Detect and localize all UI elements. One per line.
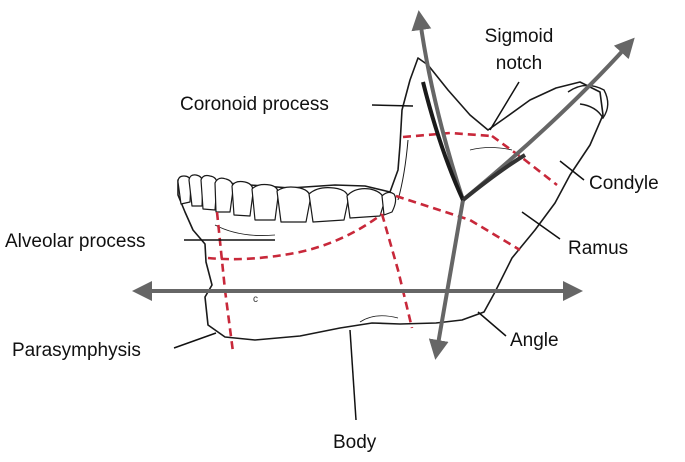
leader-lines [173, 81, 585, 421]
label-sigmoid-line1: Sigmoid [485, 26, 554, 47]
label-condyle: Condyle [589, 173, 659, 194]
leader-condyle [559, 160, 585, 181]
condyle-head [567, 84, 609, 120]
tooth [308, 187, 349, 223]
body-angle-line [380, 213, 414, 329]
alveolar-body-line [207, 212, 383, 261]
mandibular-notch-detail [469, 147, 513, 151]
ramus-axis-emphasis [421, 81, 465, 201]
leader-angle [477, 311, 507, 337]
label-sigmoid-line2: notch [496, 53, 542, 74]
body-inner-line [359, 315, 399, 323]
tooth [214, 177, 234, 213]
teeth-row [177, 174, 397, 223]
tooth [276, 186, 311, 223]
leader-parasymphysis [173, 332, 217, 349]
tooth [200, 174, 218, 211]
condyle-neck-line [491, 134, 558, 187]
label-ramus: Ramus [568, 238, 628, 259]
leader-ramus [521, 211, 561, 240]
tooth [346, 188, 385, 219]
label-body: Body [333, 432, 377, 453]
tooth [231, 180, 254, 217]
leader-sigmoid-notch [489, 81, 520, 131]
leader-coronoid-process [371, 104, 414, 107]
tooth [381, 191, 397, 216]
label-center-mark: c [253, 294, 258, 305]
label-angle: Angle [510, 330, 559, 351]
tooth [251, 183, 279, 221]
leader-body [349, 329, 357, 421]
label-coronoid-process: Coronoid process [180, 94, 329, 115]
label-alveolar-process: Alveolar process [5, 231, 145, 252]
label-parasymphysis: Parasymphysis [12, 340, 141, 361]
condylar-axis-emphasis [461, 153, 527, 202]
